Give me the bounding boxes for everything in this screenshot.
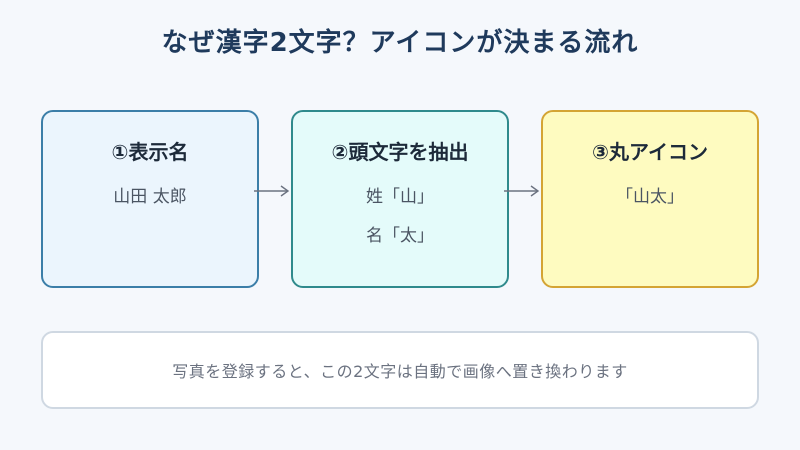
step-content: 姓「山」 名「太」 bbox=[293, 186, 507, 264]
step-content: 山田 太郎 bbox=[43, 186, 257, 225]
step-heading: ②頭文字を抽出 bbox=[331, 140, 469, 164]
arrow-right-icon bbox=[254, 185, 290, 197]
step-line: 姓「山」 bbox=[366, 187, 434, 207]
arrow-right-icon bbox=[504, 185, 540, 197]
step-line: 「山太」 bbox=[616, 187, 684, 207]
step-content: 「山太」 bbox=[543, 186, 757, 225]
step-box-display-name: ①表示名 山田 太郎 bbox=[41, 110, 259, 288]
step-heading: ③丸アイコン bbox=[592, 140, 708, 164]
diagram-title: なぜ漢字2文字？アイコンが決まる流れ bbox=[161, 28, 639, 58]
step-line: 名「太」 bbox=[366, 226, 434, 246]
note-box: 写真を登録すると、この2文字は自動で画像へ置き換わります bbox=[41, 331, 759, 409]
step-box-extract-initials: ②頭文字を抽出 姓「山」 名「太」 bbox=[291, 110, 509, 288]
note-text: 写真を登録すると、この2文字は自動で画像へ置き換わります bbox=[172, 362, 628, 381]
step-box-round-icon: ③丸アイコン 「山太」 bbox=[541, 110, 759, 288]
step-line: 山田 太郎 bbox=[113, 187, 187, 207]
step-heading: ①表示名 bbox=[111, 140, 189, 164]
